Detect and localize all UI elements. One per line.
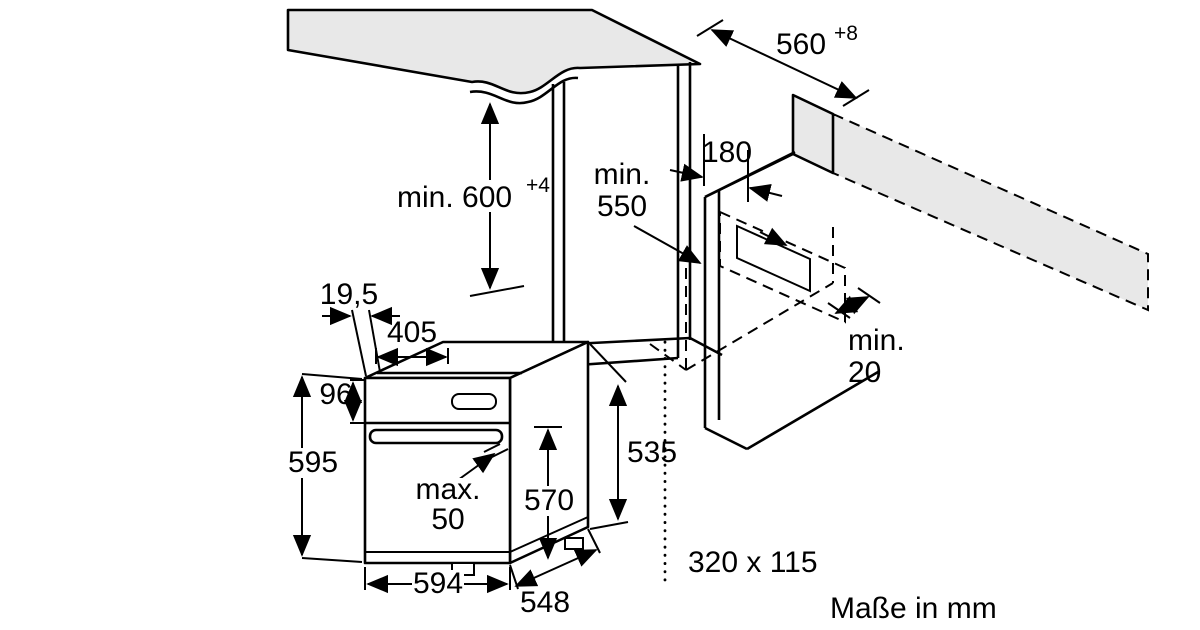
dim-niche-depth: min. 550 — [594, 158, 702, 264]
dim-oven-width: 594 — [364, 567, 511, 600]
dim-handle-clearance-line1: max. — [415, 473, 480, 506]
dim-side-clearance-line1: min. — [848, 324, 905, 357]
dim-top-depth-value: 405 — [387, 316, 437, 349]
dim-panel-height-value: 96 — [319, 378, 352, 411]
worktop-end-face — [791, 93, 835, 175]
dim-rear-height: 535 — [589, 343, 677, 530]
dim-oven-height-value: 595 — [288, 446, 338, 479]
dim-handle-clearance: max. 50 — [412, 443, 509, 536]
dim-niche-depth-line1: min. — [594, 158, 651, 191]
dim-door-height-value: 570 — [524, 484, 574, 517]
vent-frame-dashed — [719, 210, 846, 324]
oven-isometric — [363, 340, 590, 576]
dim-niche-height-tolerance: +4 — [526, 174, 550, 197]
niche-cavity-dashed — [649, 227, 834, 371]
dim-niche-height: min. 600 +4 — [390, 102, 550, 297]
dim-niche-width-value: 560 — [776, 28, 826, 61]
cabinet-right — [703, 93, 1149, 451]
worktop-right-dashed — [832, 112, 1149, 312]
units-note: Maße in mm — [830, 592, 997, 625]
dim-handle-clearance-line2: 50 — [431, 503, 464, 536]
display-window — [451, 393, 497, 410]
dim-panel-offset-value: 19,5 — [320, 278, 378, 311]
dim-panel-height: 96 — [319, 378, 366, 424]
dim-side-clearance-line2: 20 — [848, 356, 881, 389]
dim-oven-width-value: 594 — [413, 567, 463, 600]
dim-rear-height-value: 535 — [627, 436, 677, 469]
vent-size-label: 320 x 115 — [688, 546, 818, 579]
dim-oven-depth: 548 — [509, 528, 601, 619]
dim-niche-height-label: min. 600 — [397, 181, 512, 214]
dim-top-depth: 405 — [375, 316, 449, 367]
dim-niche-depth-line2: 550 — [597, 190, 647, 223]
dim-rear-clearance-value: 180 — [702, 136, 752, 169]
dim-oven-height: 595 — [286, 373, 363, 563]
oven-foot-rear — [564, 537, 584, 550]
dim-side-clearance: min. 20 — [827, 287, 905, 389]
vent-cutout — [719, 210, 846, 324]
dim-rear-clearance: 180 — [669, 134, 783, 202]
vent-hatched-area — [736, 224, 811, 293]
door-handle — [368, 428, 504, 445]
dim-niche-width-tolerance: +8 — [834, 22, 858, 45]
worktop-left — [286, 8, 702, 105]
dim-oven-depth-value: 548 — [520, 586, 570, 619]
dim-door-height: 570 — [524, 426, 574, 560]
dim-panel-offset: 19,5 — [320, 278, 400, 377]
dim-niche-width: 560 +8 — [696, 19, 870, 107]
